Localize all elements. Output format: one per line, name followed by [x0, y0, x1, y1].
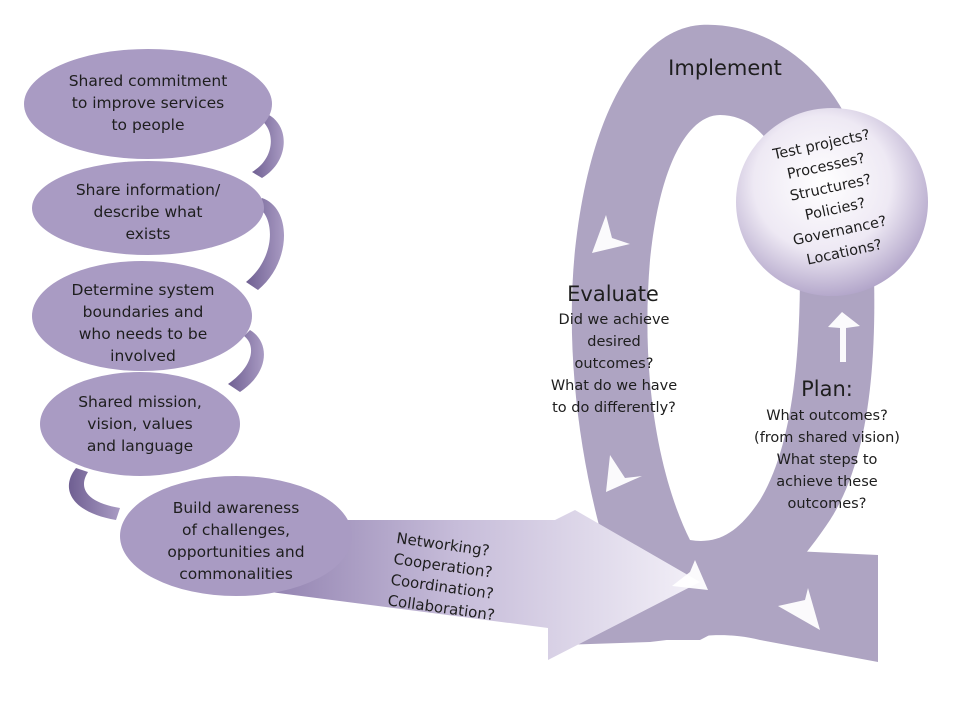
collaboration-label: Networking? Cooperation? Coordination? C…	[386, 528, 496, 625]
step-shared-mission: Shared mission, vision, values and langu…	[78, 393, 202, 455]
step-connectors	[68, 112, 285, 520]
collaboration-arrow	[255, 510, 700, 660]
step-ovals	[24, 49, 352, 596]
step-system-boundaries: Determine system boundaries and who need…	[71, 281, 215, 365]
step-build-awareness: Build awareness of challenges, opportuni…	[167, 499, 305, 583]
plan-text: What outcomes? (from shared vision) What…	[754, 408, 900, 512]
evaluate-title: Evaluate	[567, 282, 659, 306]
implement-title: Implement	[668, 56, 782, 80]
plan-title: Plan:	[801, 377, 853, 401]
evaluate-text: Did we achieve desired outcomes? What do…	[550, 312, 678, 416]
loop-arrows	[592, 215, 860, 630]
step-shared-commitment: Shared commitment to improve services to…	[68, 72, 228, 134]
step-share-information: Share information/ describe what exists	[75, 181, 221, 243]
implement-bubble	[736, 108, 928, 296]
